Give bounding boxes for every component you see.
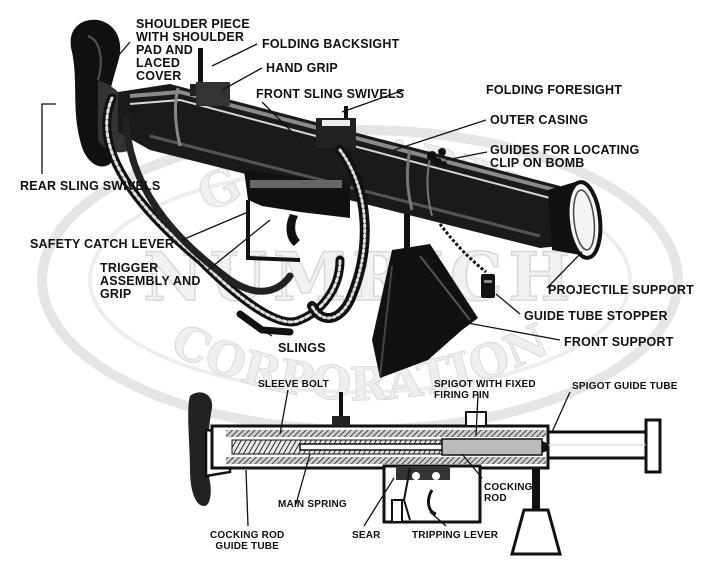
trigger bbox=[286, 214, 300, 246]
label-outer-casing: OUTER CASING bbox=[490, 113, 589, 127]
label-spigot-fixed-firing-pin: SPIGOT WITH FIXED FIRING PIN bbox=[434, 379, 536, 401]
spigot bbox=[441, 438, 543, 456]
front-support-monopod bbox=[372, 214, 478, 378]
label-projectile-support: PROJECTILE SUPPORT bbox=[548, 283, 694, 297]
section-trigger bbox=[427, 489, 437, 516]
label-sleeve-bolt: SLEEVE BOLT bbox=[258, 379, 329, 390]
label-safety-catch-lever: SAFETY CATCH LEVER bbox=[30, 237, 175, 251]
label-guides-locating-clip: GUIDES FOR LOCATING CLIP ON BOMB bbox=[490, 143, 640, 170]
section-front-support bbox=[510, 468, 562, 556]
label-rear-sling-swivels: REAR SLING SWIVELS bbox=[20, 179, 161, 193]
projectile-support-cup bbox=[548, 180, 603, 260]
label-hand-grip: HAND GRIP bbox=[266, 61, 338, 75]
label-front-support: FRONT SUPPORT bbox=[564, 335, 674, 349]
label-spigot-guide-tube: SPIGOT GUIDE TUBE bbox=[572, 381, 678, 392]
label-guide-tube-stopper: GUIDE TUBE STOPPER bbox=[524, 309, 668, 323]
leader-lines bbox=[41, 41, 583, 527]
label-folding-backsight: FOLDING BACKSIGHT bbox=[262, 37, 400, 51]
clip-guides bbox=[427, 148, 447, 167]
label-tripping-lever: TRIPPING LEVER bbox=[412, 530, 499, 541]
label-slings: SLINGS bbox=[278, 341, 326, 355]
guide-tube-stopper bbox=[438, 223, 495, 298]
label-cocking-rod-guide-tube: COCKING ROD GUIDE TUBE bbox=[210, 530, 285, 552]
label-main-spring: MAIN SPRING bbox=[278, 499, 347, 510]
label-folding-foresight: FOLDING FORESIGHT bbox=[486, 83, 623, 97]
hand-grip bbox=[196, 82, 230, 106]
label-sear: SEAR bbox=[352, 530, 381, 541]
label-cocking-rod: COCKING ROD bbox=[484, 482, 533, 504]
piat-exterior-illustration bbox=[70, 19, 603, 378]
section-shoulder-pad bbox=[188, 392, 213, 506]
section-backsight bbox=[339, 392, 343, 426]
section-spigot-guide-tube bbox=[546, 418, 662, 474]
label-shoulder-piece: SHOULDER PIECE WITH SHOULDER PAD AND LAC… bbox=[136, 17, 250, 83]
folding-backsight bbox=[198, 48, 203, 92]
slings bbox=[102, 93, 370, 336]
label-front-sling-swivels: FRONT SLING SWIVELS bbox=[256, 87, 405, 101]
label-trigger-assembly: TRIGGER ASSEMBLY AND GRIP bbox=[100, 261, 201, 301]
